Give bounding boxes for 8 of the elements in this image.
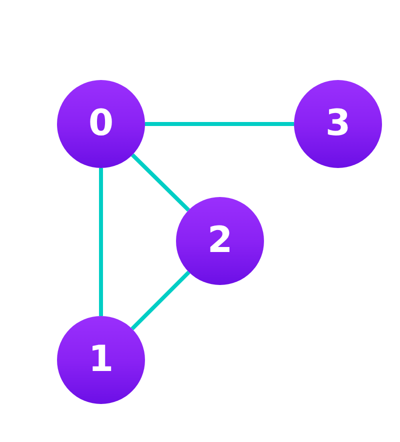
connector-line — [130, 153, 190, 212]
node-number: 3 — [325, 106, 351, 142]
node-number: 1 — [88, 342, 114, 378]
node-number: 0 — [88, 106, 114, 142]
connector-line — [99, 168, 103, 316]
node-number: 2 — [207, 223, 233, 259]
connector-line — [145, 122, 294, 126]
connector-line — [130, 270, 190, 330]
